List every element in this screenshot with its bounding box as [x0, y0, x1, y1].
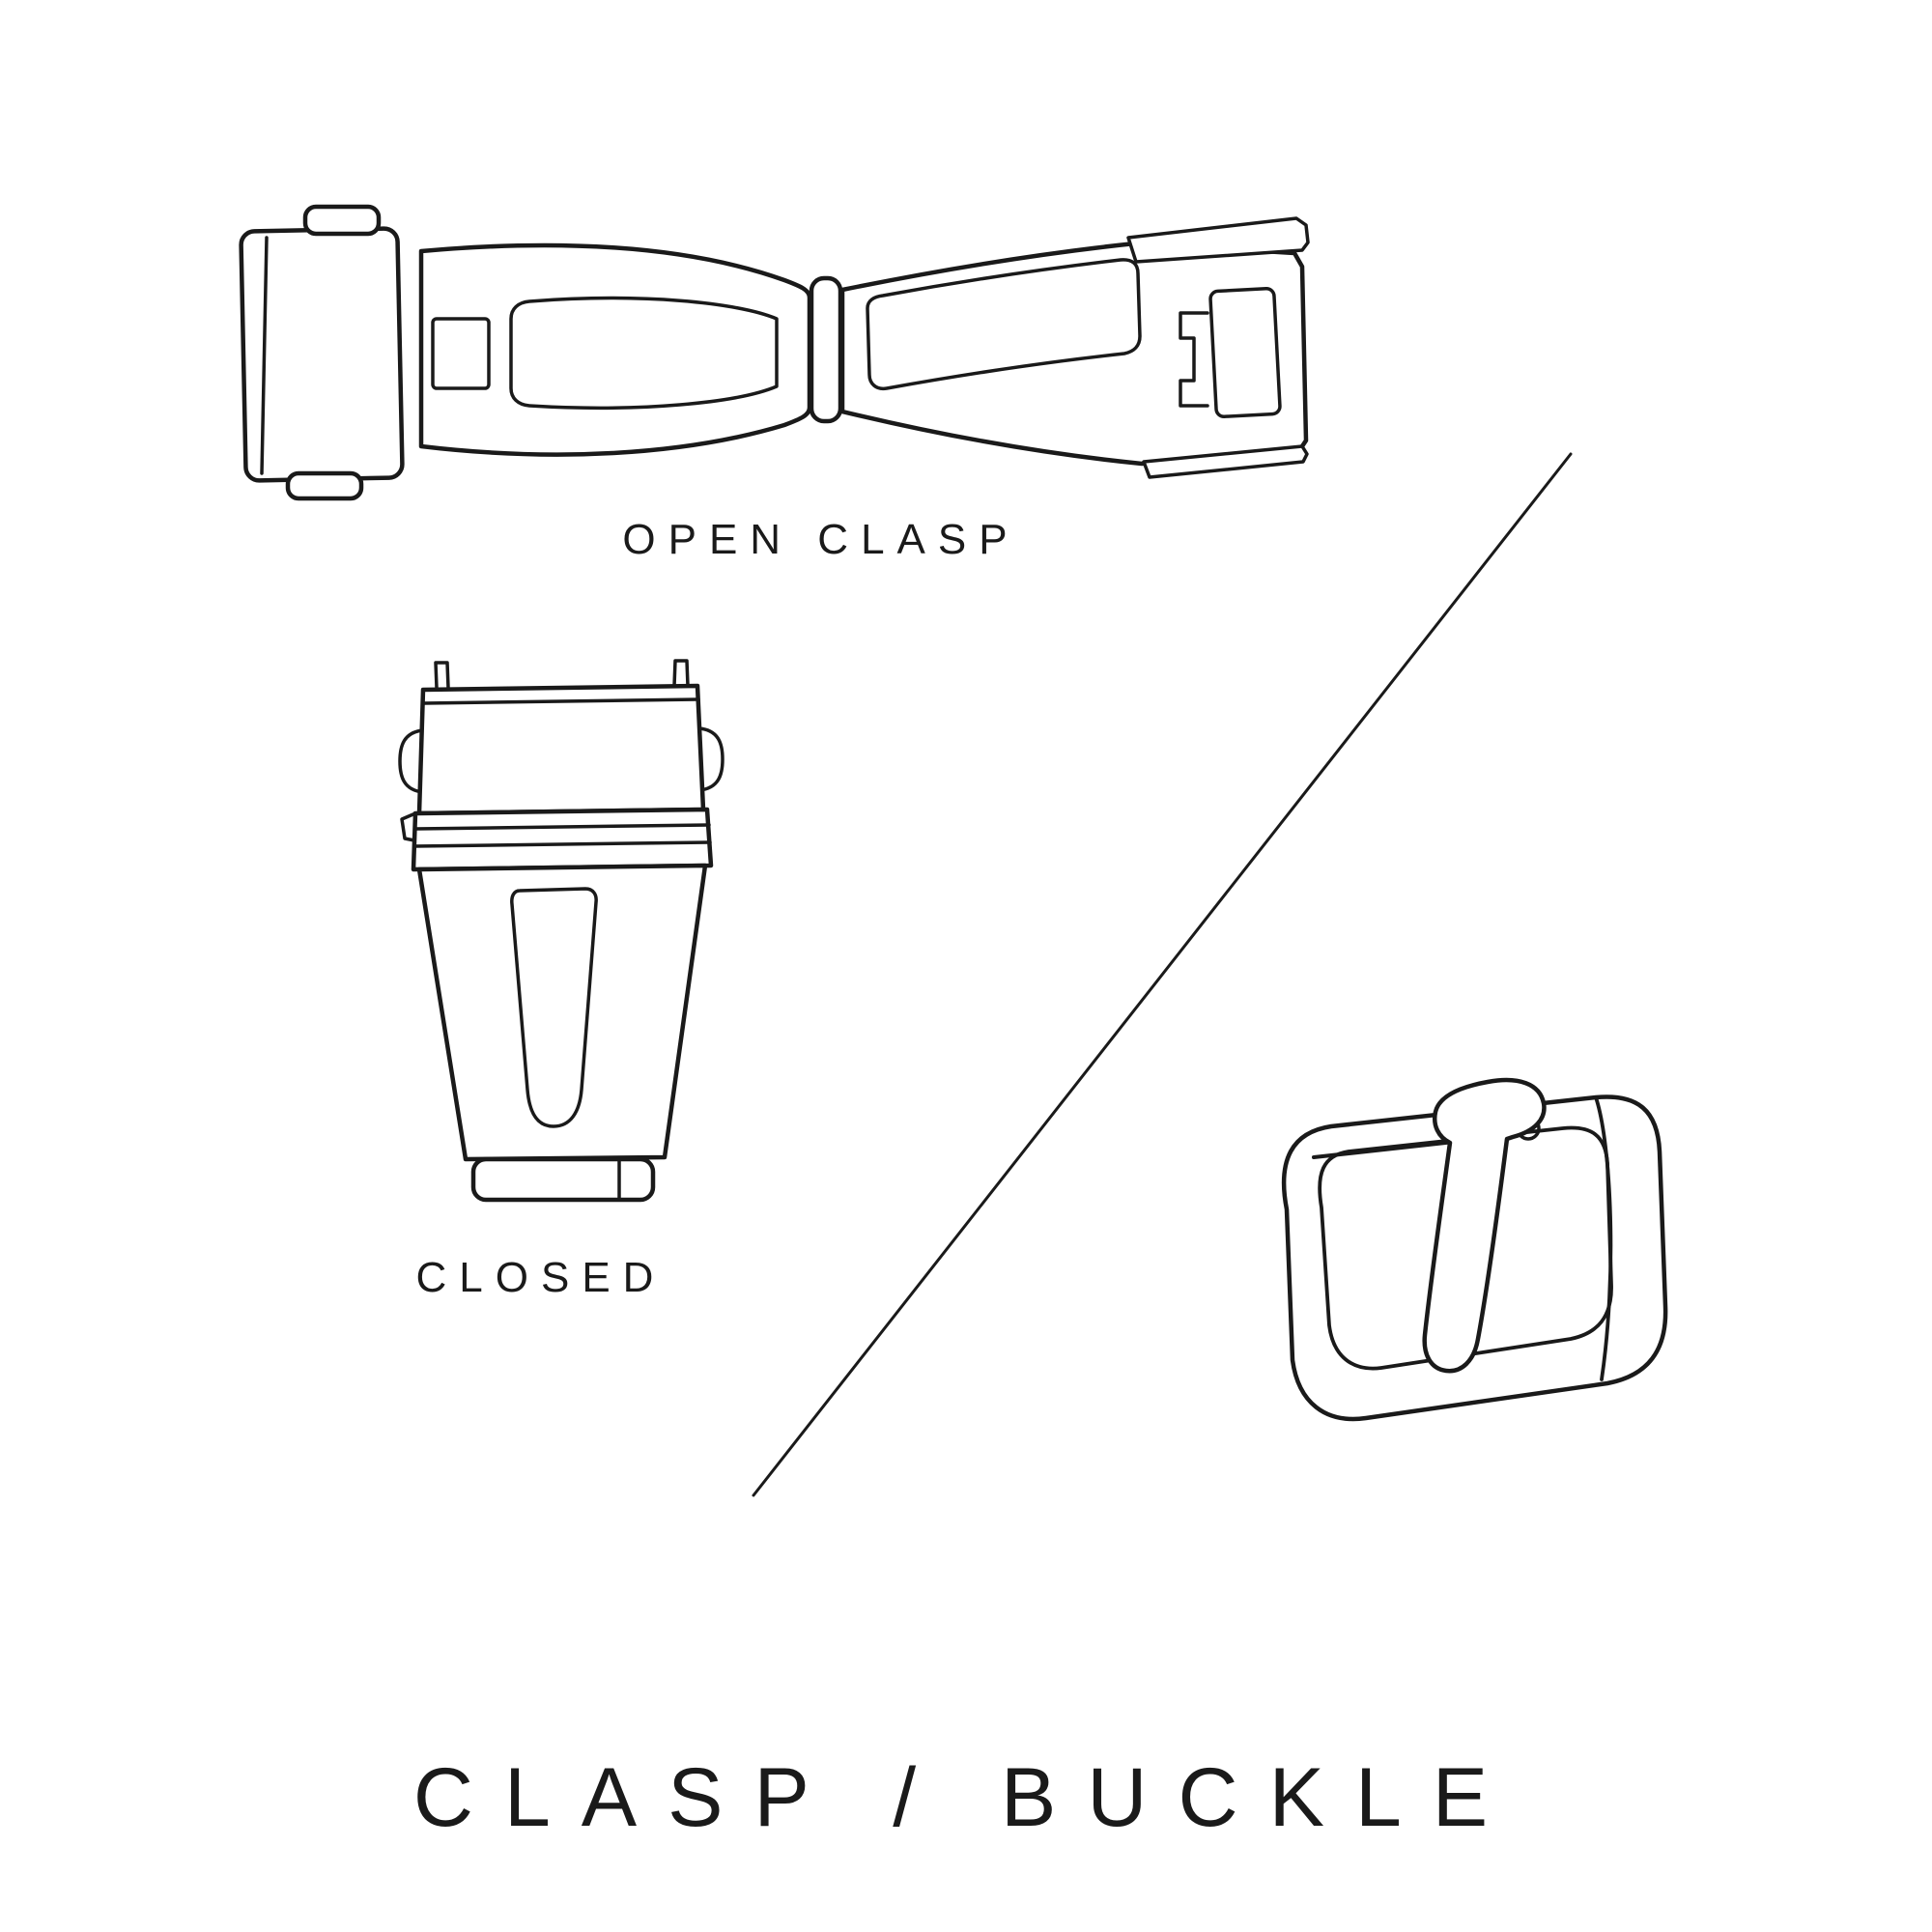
open-clasp-illustration [239, 204, 1310, 501]
page-title: CLASP / BUCKLE [412, 1751, 1520, 1844]
buckle-illustration [1281, 1077, 1668, 1422]
open-clasp-label: OPEN CLASP [622, 516, 1020, 563]
divider-line [752, 452, 1573, 1497]
closed-clasp-label: CLOSED [415, 1254, 667, 1301]
closed-clasp-illustration [398, 659, 724, 1203]
